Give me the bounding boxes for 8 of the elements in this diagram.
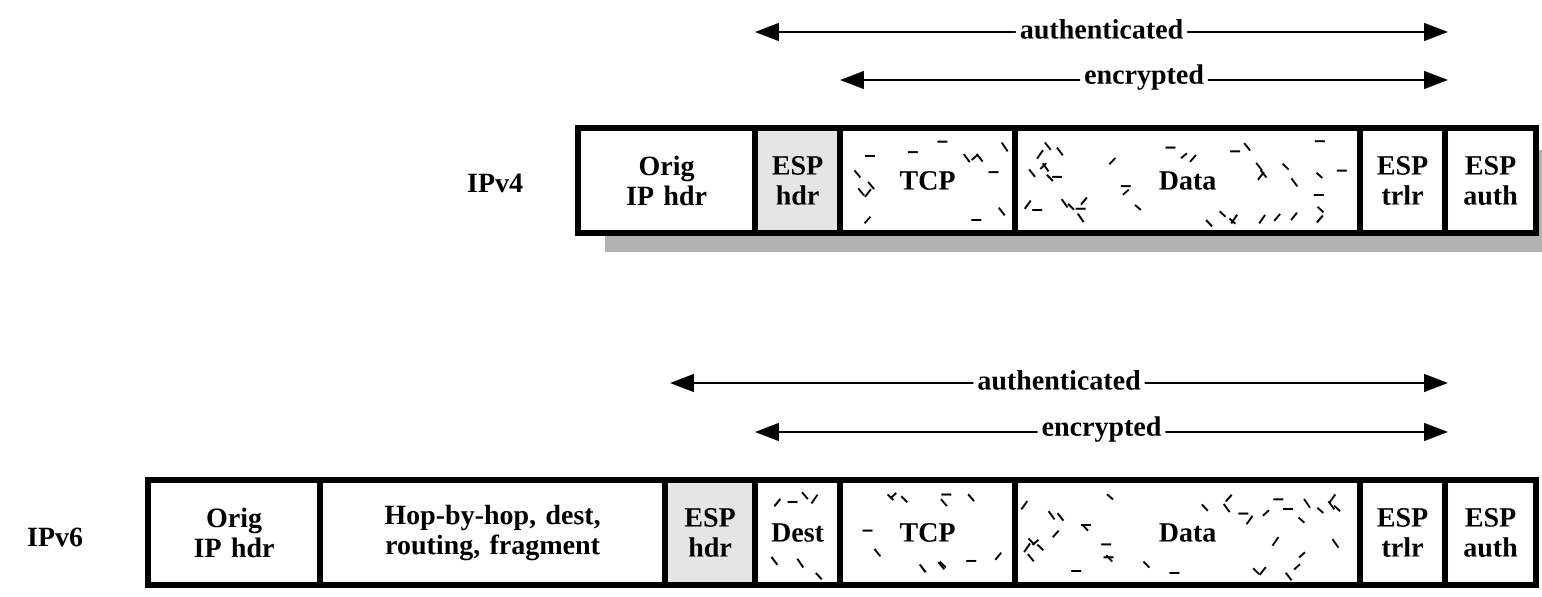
packet-field: Orig IP hdr bbox=[575, 125, 758, 236]
span-label: authenticated bbox=[973, 366, 1145, 394]
row-label: IPv4 bbox=[467, 173, 523, 193]
span-label: encrypted bbox=[1037, 412, 1166, 446]
row-label: IPv6 bbox=[27, 527, 83, 547]
span-label: authenticated bbox=[1015, 15, 1188, 43]
packet-field: Orig IP hdr bbox=[145, 477, 323, 588]
span-label: encrypted bbox=[1080, 60, 1208, 94]
